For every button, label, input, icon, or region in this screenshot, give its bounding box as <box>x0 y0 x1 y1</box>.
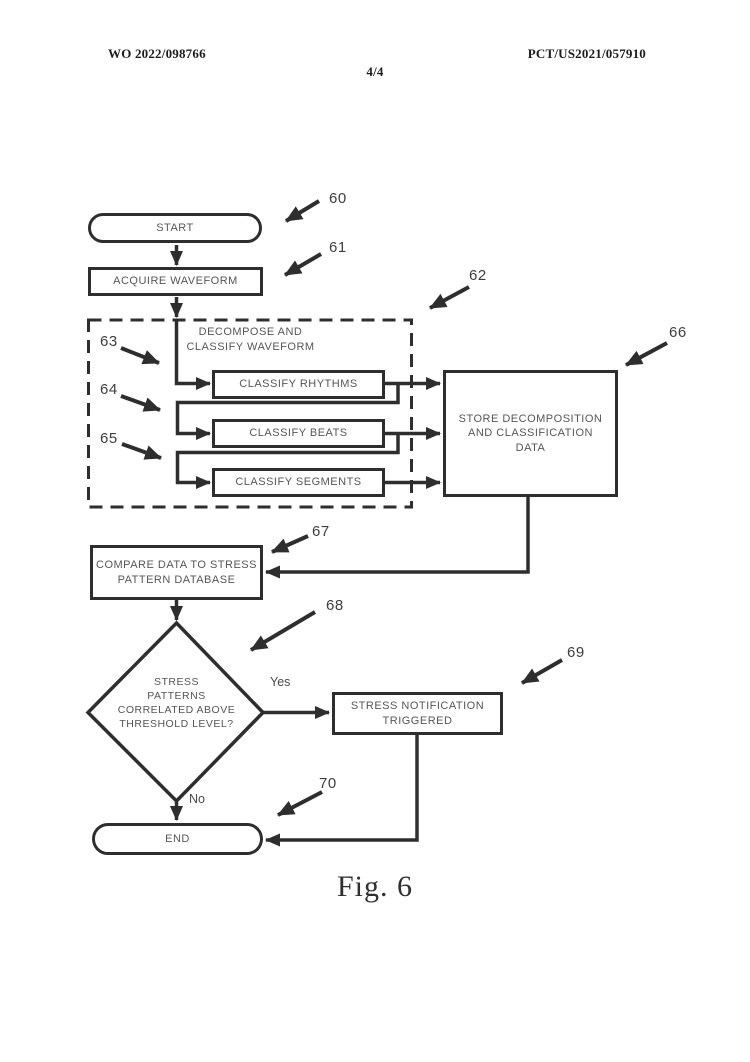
branch-label-yes: Yes <box>270 675 291 689</box>
ref-label-60: 60 <box>329 190 347 207</box>
edge-notify-end <box>265 735 419 847</box>
ref-arrow-69 <box>521 658 563 685</box>
ref-label-70: 70 <box>319 775 337 792</box>
edge-rhythms-beats <box>175 383 400 440</box>
ref-arrow-63 <box>120 346 160 365</box>
node-compare-database: COMPARE DATA TO STRESS PATTERN DATABASE <box>90 545 263 600</box>
ref-label-63: 63 <box>100 333 118 350</box>
group-title-decompose: DECOMPOSE AND CLASSIFY WAVEFORM <box>186 326 315 353</box>
figure-caption: Fig. 6 <box>336 870 414 903</box>
node-classify-beats: CLASSIFY BEATS <box>212 419 385 448</box>
flow-connectors <box>170 245 530 847</box>
ref-label-66: 66 <box>669 324 687 341</box>
ref-arrow-65 <box>121 442 162 460</box>
node-start: START <box>88 213 262 243</box>
ref-arrow-64 <box>120 394 161 412</box>
edge-beats-segments <box>175 433 400 489</box>
publication-number: WO 2022/098766 <box>108 46 206 61</box>
ref-label-69: 69 <box>567 644 585 661</box>
ref-arrow-67 <box>271 534 309 554</box>
node-store-data: STORE DECOMPOSITION AND CLASSIFICATION D… <box>443 370 618 497</box>
branch-label-no: No <box>189 792 205 806</box>
ref-arrow-60 <box>284 199 321 223</box>
reference-arrows <box>120 199 668 817</box>
ref-arrow-66 <box>625 341 668 367</box>
decision-diamond <box>85 620 266 804</box>
ref-label-61: 61 <box>329 239 347 256</box>
node-decision-text: STRESS PATTERNS CORRELATED ABOVE THRESHO… <box>117 676 236 730</box>
ref-arrow-62 <box>429 285 470 310</box>
node-end: END <box>92 823 263 855</box>
ref-arrow-61 <box>283 252 323 277</box>
edge-group-rhythms <box>174 319 211 390</box>
ref-label-67: 67 <box>312 523 330 540</box>
ref-label-62: 62 <box>469 267 487 284</box>
node-stress-notification: STRESS NOTIFICATION TRIGGERED <box>332 692 503 735</box>
edge-store-compare <box>265 497 530 579</box>
decompose-group-outline <box>87 318 413 509</box>
application-number: PCT/US2021/057910 <box>527 46 646 61</box>
node-classify-rhythms: CLASSIFY RHYTHMS <box>212 370 385 399</box>
ref-label-68: 68 <box>326 597 344 614</box>
ref-arrow-70 <box>277 790 323 817</box>
sheet-number: 4/4 <box>366 64 384 79</box>
node-classify-segments: CLASSIFY SEGMENTS <box>212 468 385 497</box>
ref-arrow-68 <box>249 610 317 652</box>
node-acquire-waveform: ACQUIRE WAVEFORM <box>88 267 263 296</box>
ref-label-64: 64 <box>100 381 118 398</box>
ref-label-65: 65 <box>100 430 118 447</box>
